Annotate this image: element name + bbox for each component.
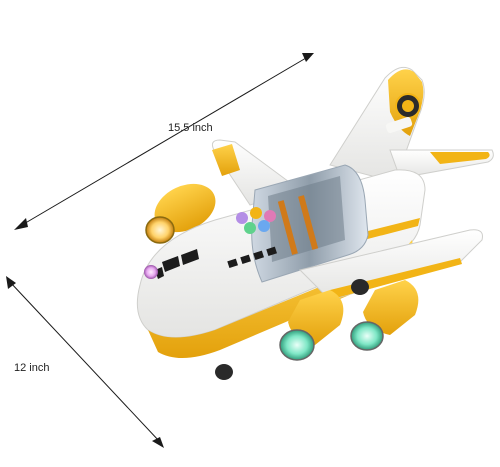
left-engine bbox=[145, 183, 216, 244]
length-dimension-label: 12 inch bbox=[14, 362, 50, 374]
landing-gear bbox=[215, 279, 369, 380]
cargo-bay-window bbox=[251, 164, 369, 283]
width-dimension-label: 15.5 inch bbox=[168, 122, 213, 134]
width-dimension-arrow bbox=[14, 53, 314, 230]
front-engine-left bbox=[279, 290, 344, 361]
front-engine-right bbox=[350, 280, 419, 351]
rear-stabilizer-stripe bbox=[430, 152, 490, 164]
length-dimension-arrow bbox=[6, 276, 164, 448]
passenger-windows bbox=[227, 246, 277, 269]
nose-light bbox=[144, 265, 158, 279]
control-buttons bbox=[236, 207, 276, 234]
